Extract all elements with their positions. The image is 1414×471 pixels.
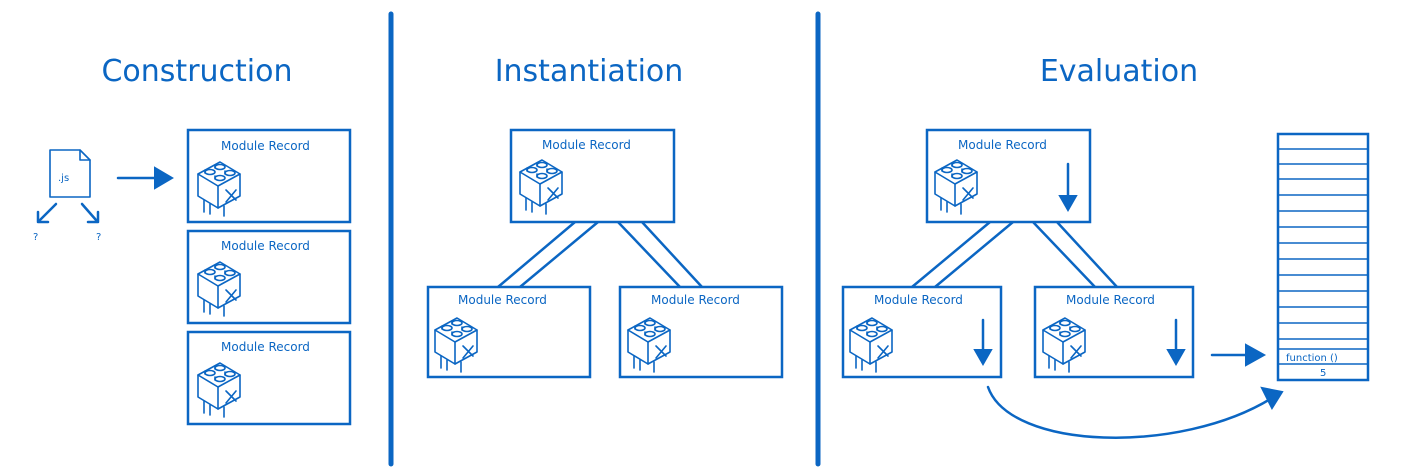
stack-function-label: function () [1286, 353, 1338, 364]
to-stack-arrow [1210, 343, 1267, 367]
down-arrow-icon [1166, 318, 1186, 367]
memory-stack: function () 5 [1276, 132, 1370, 382]
stack-value-label: 5 [1320, 368, 1326, 379]
module-record-label: Module Record [221, 340, 310, 354]
unknown-arrow-left [36, 202, 58, 224]
module-record-evaluation-root [925, 128, 1092, 224]
js-file-icon: .js [49, 149, 91, 198]
construction-title: Construction [101, 54, 292, 89]
module-record-construction-1: Module Record [186, 128, 352, 224]
module-record-label: Module Record [651, 293, 740, 307]
instantiation-title: Instantiation [495, 54, 684, 89]
module-record-label: Module Record [221, 239, 310, 253]
module-record-instantiation-root [509, 128, 676, 224]
evaluation-tree: Module Record Module Record Module Recor… [841, 128, 1195, 379]
unknown-mark-left: ? [33, 232, 38, 243]
module-record-label: Module Record [221, 139, 310, 153]
curved-arrow [986, 385, 1284, 439]
module-record-label: Module Record [958, 138, 1047, 152]
module-record-label: Module Record [874, 293, 963, 307]
module-record-construction-2: Module Record [186, 229, 352, 325]
module-record-construction-3: Module Record [186, 330, 352, 426]
down-arrow-icon [1058, 162, 1078, 213]
module-record-label: Module Record [542, 138, 631, 152]
instantiation-tree: Module Record Module Record Module Recor… [426, 128, 784, 379]
unknown-mark-right: ? [96, 232, 101, 243]
js-file-label: .js [58, 173, 69, 184]
module-record-label: Module Record [1066, 293, 1155, 307]
evaluation-title: Evaluation [1040, 54, 1198, 89]
down-arrow-icon [973, 318, 993, 367]
unknown-arrow-right [80, 202, 100, 224]
module-record-label: Module Record [458, 293, 547, 307]
construction-arrow [116, 166, 174, 190]
